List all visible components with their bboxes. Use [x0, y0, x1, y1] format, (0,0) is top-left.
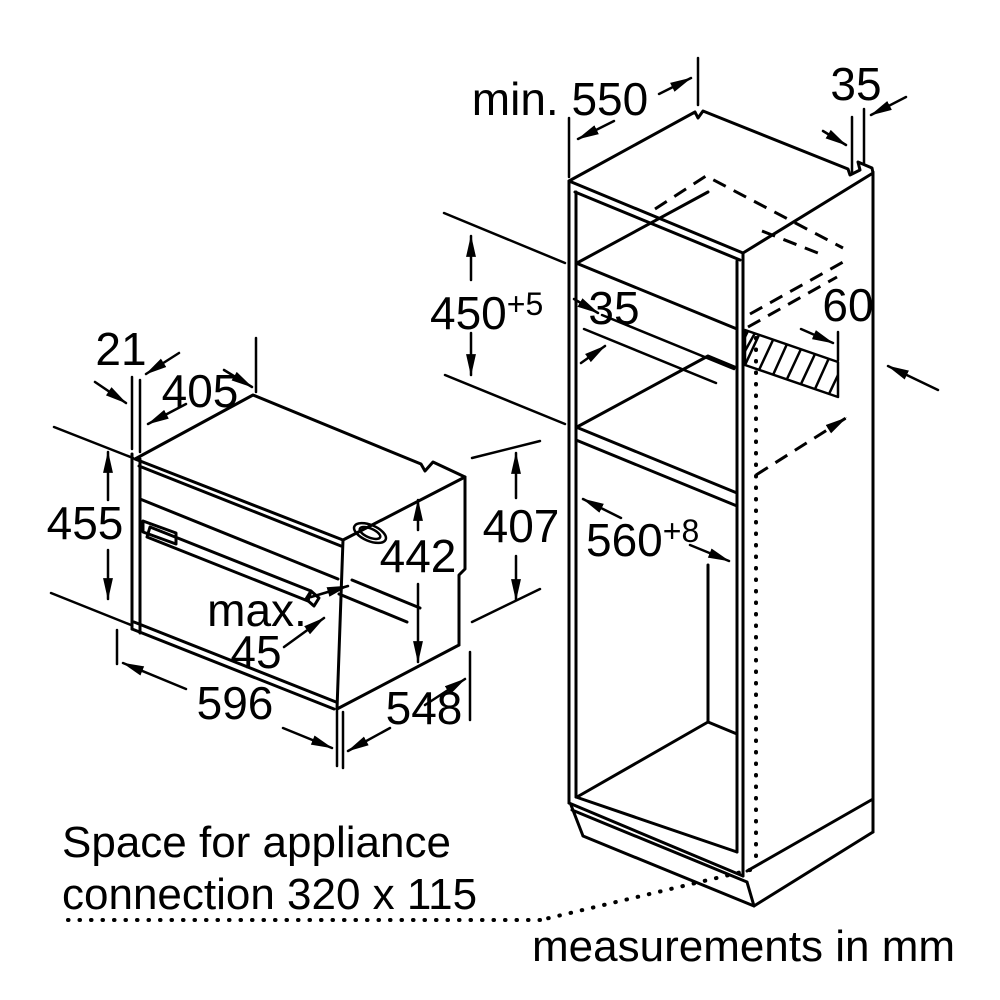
- dim-cabinet-min-depth-label: min. 550: [472, 73, 648, 125]
- dim-oven-door-protrusion-label: max.: [207, 584, 307, 636]
- oven-control-panel-line: [138, 497, 340, 581]
- cabinet-front-right-edge: [735, 251, 745, 878]
- dim-oven-height: 455: [47, 425, 135, 627]
- oven-bottom-rear-edge: [335, 643, 461, 711]
- oven-door-plane-lines: [337, 578, 422, 624]
- cabinet-front-left-edge: [567, 179, 578, 805]
- connection-leader-dotted-line: [61, 336, 758, 922]
- cabinet-shelf-front-band: [574, 425, 739, 508]
- appliance-connection-note: Space for appliance connection 320 x 115: [61, 336, 758, 922]
- cabinet-top-face: [567, 109, 875, 255]
- cabinet-lower-niche-floor: [574, 720, 739, 854]
- oven-front-right-edge: [335, 538, 345, 711]
- dim-oven-rear-height-label: 407: [483, 500, 560, 552]
- oven-rear-right-edge: [457, 475, 467, 647]
- cabinet-niche-ceiling-edge: [574, 190, 739, 331]
- connection-note-line1: Space for appliance: [62, 818, 451, 867]
- dim-oven-door-thickness-label: 21: [95, 323, 146, 375]
- dim-oven-height-label: 455: [47, 497, 124, 549]
- dim-cabinet-top-rail: 35: [821, 58, 908, 174]
- dim-niche-height: 450+5: [430, 211, 567, 426]
- dim-oven-depth: 548: [341, 650, 472, 770]
- dim-shelf-thickness: 35: [572, 282, 736, 385]
- dim-niche-width: 560+8: [581, 497, 731, 566]
- dim-niche-width-label: 560+8: [586, 513, 699, 566]
- dim-oven-top-depth-label: 405: [162, 365, 239, 417]
- connection-note-line2: connection 320 x 115: [62, 870, 477, 919]
- dim-oven-body-height-label: 442: [380, 530, 457, 582]
- dim-oven-door-protrusion-value: 45: [230, 626, 281, 678]
- units-note: measurements in mm: [532, 922, 955, 971]
- cabinet-shelf-top-surface: [575, 354, 739, 429]
- cabinet-hidden-edges: [654, 174, 847, 477]
- dim-vent-width: 60: [799, 279, 874, 362]
- oven-top-face: [133, 393, 467, 542]
- side-wall-leader-arrow: [886, 364, 940, 392]
- dim-cabinet-min-depth: min. 550: [472, 56, 700, 179]
- cabinet-plinth: [569, 803, 875, 908]
- oven-front-top-inner-edge: [137, 464, 343, 548]
- cabinet-side-panel: [745, 170, 875, 873]
- cabinet-top-front-inner-edge: [573, 190, 742, 262]
- dim-oven-door-thickness: 21: [93, 323, 181, 454]
- dim-shelf-thickness-label: 35: [588, 282, 639, 334]
- dim-vent-width-label: 60: [822, 279, 873, 331]
- cabinet-bottom-frame: [567, 801, 745, 878]
- dim-niche-height-label: 450+5: [430, 286, 543, 339]
- dim-oven-top-depth: 405: [146, 336, 258, 426]
- dim-oven-width: 596: [115, 628, 339, 768]
- dim-oven-door-protrusion: max. 45: [207, 584, 350, 678]
- dim-oven-rear-height: 407: [470, 439, 560, 624]
- dim-oven-width-label: 596: [197, 677, 274, 729]
- cabinet-drawing: [567, 109, 940, 908]
- oven-side-grip: [352, 521, 388, 545]
- oven-door-bottom-edge: [130, 620, 338, 711]
- dim-cabinet-top-rail-label: 35: [830, 58, 881, 110]
- oven-door-left-edge: [130, 452, 142, 635]
- cabinet-vent-hatch: [743, 328, 840, 399]
- oven-drawing: [130, 393, 467, 711]
- dim-oven-depth-label: 548: [386, 682, 463, 734]
- dim-oven-body-height: 442: [380, 498, 457, 664]
